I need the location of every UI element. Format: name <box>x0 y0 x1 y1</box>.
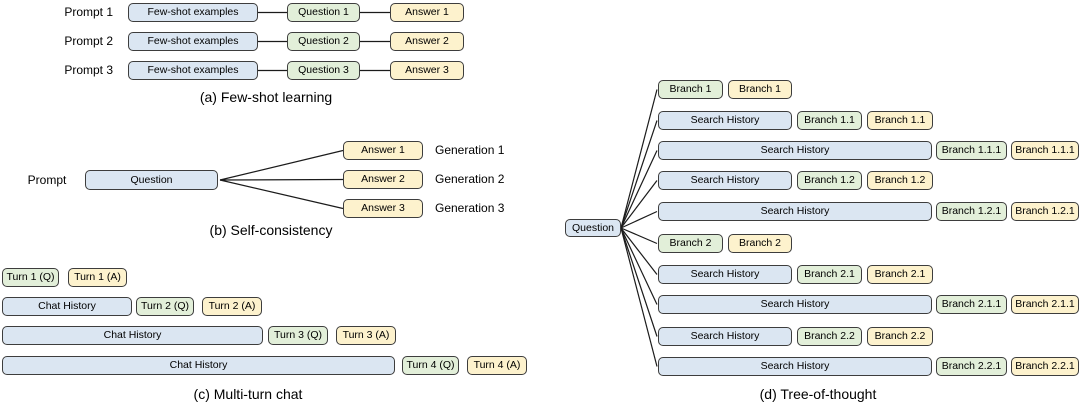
connector-line <box>620 180 658 229</box>
generation-3-label: Generation 3 <box>435 201 505 215</box>
branch-1-1-q-box: Branch 1.1 <box>797 111 862 130</box>
prompt-1-label: Prompt 1 <box>64 5 113 19</box>
generation-1-label: Generation 1 <box>435 143 505 157</box>
branch-2-1-a-box: Branch 2.1 <box>867 265 933 284</box>
turn-4-a-box: Turn 4 (A) <box>467 356 527 375</box>
branch-2-a-box: Branch 2 <box>728 234 792 253</box>
search-history-box: Search History <box>658 111 792 130</box>
branch-1-1-1-q-box: Branch 1.1.1 <box>936 141 1007 160</box>
branch-2-1-q-box: Branch 2.1 <box>797 265 862 284</box>
few-shot-examples-box: Few-shot examples <box>128 32 258 51</box>
answer-2-box: Answer 2 <box>343 170 423 189</box>
connector-line <box>620 89 658 229</box>
search-history-box: Search History <box>658 357 932 376</box>
connector-line <box>620 120 658 229</box>
branch-1-a-box: Branch 1 <box>728 80 792 99</box>
search-history-box: Search History <box>658 202 932 221</box>
connector-line <box>620 210 658 229</box>
few-shot-examples-box: Few-shot examples <box>128 3 258 22</box>
turn-3-a-box: Turn 3 (A) <box>336 326 396 345</box>
prompt-label: Prompt <box>27 173 67 187</box>
branch-1-q-box: Branch 1 <box>658 80 723 99</box>
search-history-box: Search History <box>658 295 932 314</box>
connector-line <box>620 227 658 305</box>
turn-4-q-box: Turn 4 (Q) <box>402 356 459 375</box>
answer-3-box: Answer 3 <box>343 199 423 218</box>
branch-1-2-1-a-box: Branch 1.2.1 <box>1011 202 1079 221</box>
turn-1-a-box: Turn 1 (A) <box>68 268 127 287</box>
turn-2-a-box: Turn 2 (A) <box>202 297 262 316</box>
caption-multi-turn-chat: (c) Multi-turn chat <box>193 386 303 402</box>
caption-self-consistency: (b) Self-consistency <box>209 222 333 238</box>
prompt-2-label: Prompt 2 <box>64 34 113 48</box>
branch-2-2-1-q-box: Branch 2.2.1 <box>936 357 1007 376</box>
answer-3-box: Answer 3 <box>390 61 464 80</box>
prompt-3-label: Prompt 3 <box>64 63 113 77</box>
search-history-box: Search History <box>658 265 792 284</box>
question-box: Question <box>85 170 218 190</box>
chat-history-box: Chat History <box>2 356 395 375</box>
connector-line <box>620 227 658 245</box>
branch-2-1-1-q-box: Branch 2.1.1 <box>936 295 1007 314</box>
answer-1-box: Answer 1 <box>390 3 464 22</box>
question-box: Question <box>565 219 621 237</box>
question-3-box: Question 3 <box>287 61 360 80</box>
question-1-box: Question 1 <box>287 3 360 22</box>
turn-3-q-box: Turn 3 (Q) <box>268 326 328 345</box>
branch-2-2-a-box: Branch 2.2 <box>867 327 933 346</box>
caption-few-shot-learning: (a) Few-shot learning <box>199 89 333 105</box>
chat-history-box: Chat History <box>2 326 263 345</box>
search-history-box: Search History <box>658 171 792 190</box>
chat-history-box: Chat History <box>2 297 132 316</box>
few-shot-examples-box: Few-shot examples <box>128 61 258 80</box>
answer-1-box: Answer 1 <box>343 141 423 160</box>
branch-2-1-1-a-box: Branch 2.1.1 <box>1011 295 1079 314</box>
connector-line <box>620 227 658 367</box>
branch-1-2-1-q-box: Branch 1.2.1 <box>936 202 1007 221</box>
connector-line <box>219 149 344 181</box>
connector-line <box>620 150 658 229</box>
search-history-box: Search History <box>658 141 932 160</box>
connector-line <box>620 227 658 337</box>
connector-line <box>219 178 344 181</box>
search-history-box: Search History <box>658 327 792 346</box>
connector-line <box>219 179 344 210</box>
branch-2-q-box: Branch 2 <box>658 234 723 253</box>
branch-1-1-a-box: Branch 1.1 <box>867 111 933 130</box>
branch-1-2-a-box: Branch 1.2 <box>867 171 933 190</box>
answer-2-box: Answer 2 <box>390 32 464 51</box>
branch-1-1-1-a-box: Branch 1.1.1 <box>1011 141 1079 160</box>
question-2-box: Question 2 <box>287 32 360 51</box>
turn-2-q-box: Turn 2 (Q) <box>136 297 194 316</box>
turn-1-q-box: Turn 1 (Q) <box>2 268 59 287</box>
branch-1-2-q-box: Branch 1.2 <box>797 171 862 190</box>
caption-tree-of-thought: (d) Tree-of-thought <box>759 386 877 402</box>
branch-2-2-1-a-box: Branch 2.2.1 <box>1011 357 1079 376</box>
generation-2-label: Generation 2 <box>435 172 505 186</box>
connector-line <box>620 227 658 275</box>
branch-2-2-q-box: Branch 2.2 <box>797 327 862 346</box>
